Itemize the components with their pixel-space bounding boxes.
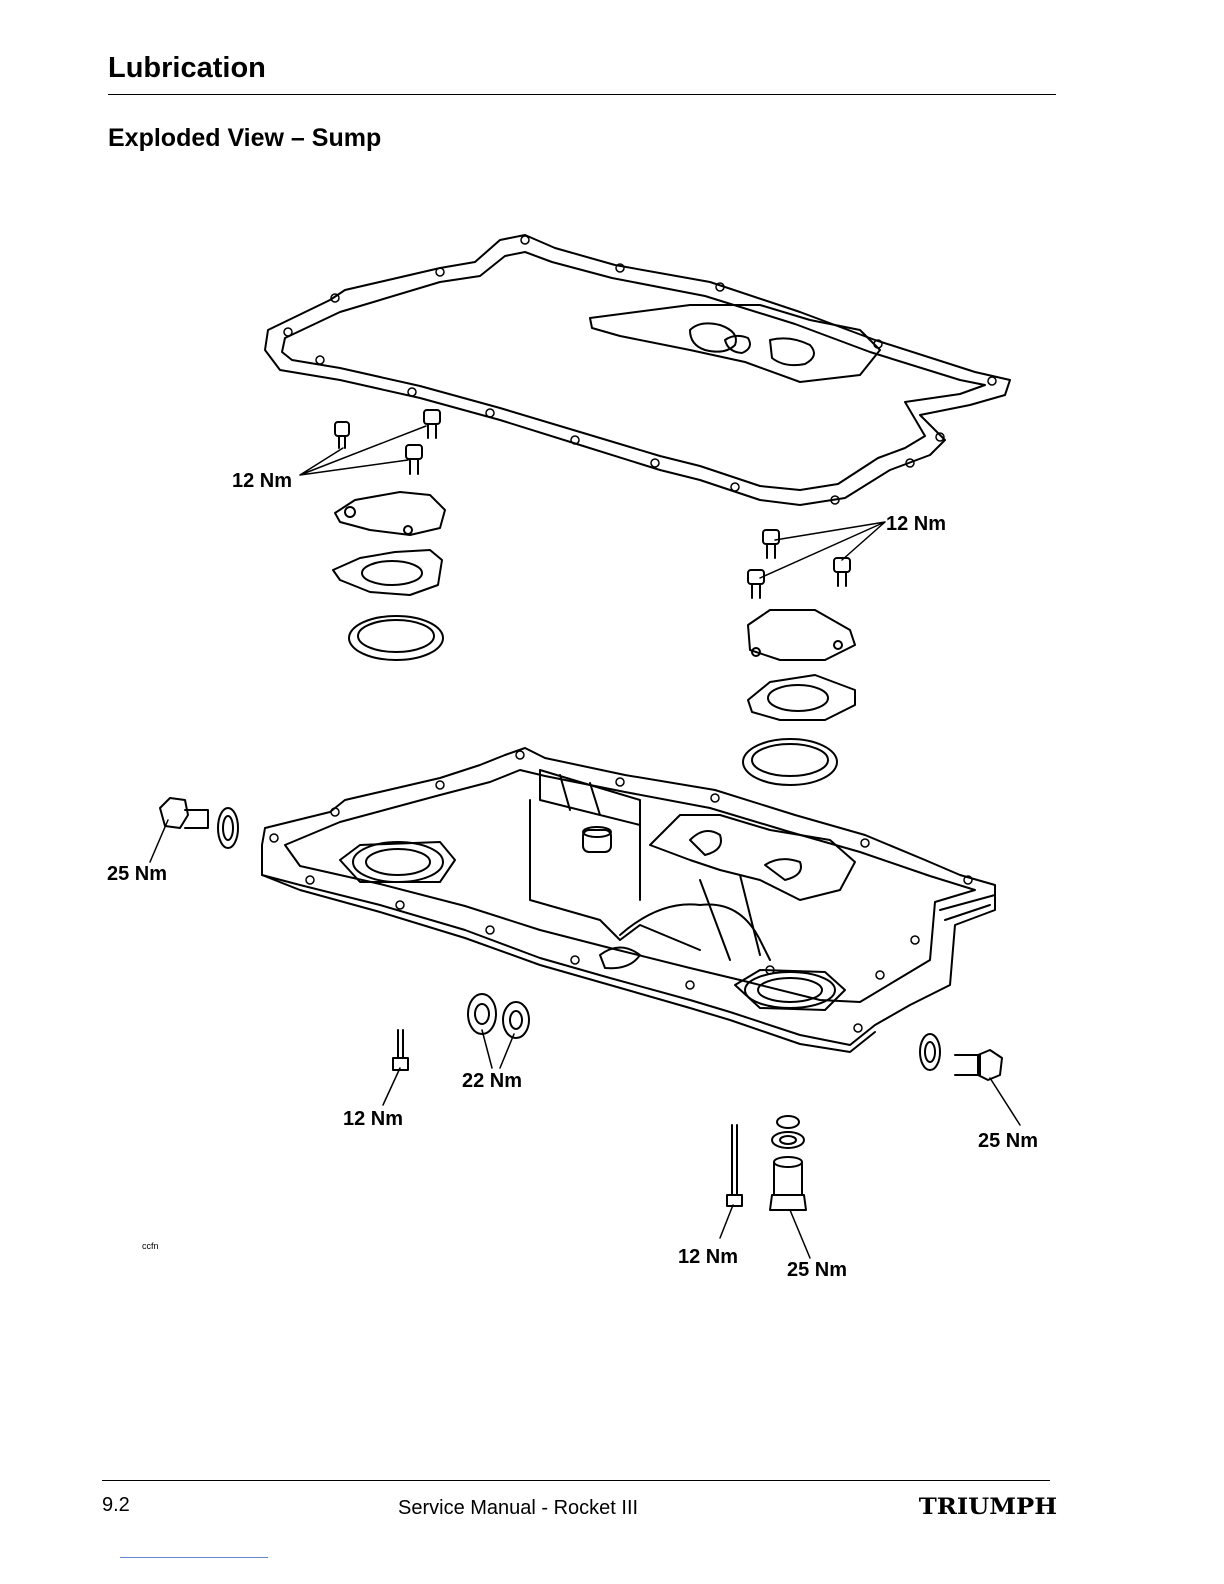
right-drain-plug	[920, 1034, 1002, 1080]
drain-plug-with-washers	[770, 1116, 806, 1210]
torque-leader-lines	[150, 426, 1020, 1258]
plug-bungs	[468, 994, 529, 1038]
figure-reference-code: ccfn	[142, 1241, 159, 1251]
torque-label-right-strainer-bolts: 12 Nm	[886, 513, 946, 536]
torque-label-long-bolt: 12 Nm	[678, 1246, 738, 1269]
triumph-logo: TRIUMPH	[919, 1494, 1057, 1520]
torque-label-left-strainer-bolts: 12 Nm	[232, 470, 292, 493]
manual-title: Service Manual - Rocket III	[398, 1497, 638, 1520]
header-rule	[108, 94, 1056, 95]
page-number: 9.2	[102, 1494, 130, 1517]
sump-exploded-drawing	[0, 200, 1224, 1300]
torque-label-plug-bungs: 22 Nm	[462, 1070, 522, 1093]
left-strainer-assembly	[333, 410, 445, 660]
right-strainer-assembly	[743, 530, 855, 785]
torque-label-oil-pipe-bolt: 12 Nm	[343, 1108, 403, 1131]
sump-body	[262, 748, 995, 1052]
torque-label-right-drain-plug: 25 Nm	[978, 1130, 1038, 1153]
horizontal-scrollbar[interactable]	[120, 1557, 268, 1558]
section-title: Lubrication	[108, 52, 266, 85]
exploded-view-figure: 12 Nm 12 Nm 25 Nm 12 Nm 22 Nm 25 Nm 12 N…	[0, 200, 1224, 1300]
page-heading: Exploded View – Sump	[108, 124, 381, 153]
torque-label-left-drain-plug: 25 Nm	[107, 863, 167, 886]
torque-label-sump-drain-plug: 25 Nm	[787, 1259, 847, 1282]
oil-pipe-bolt	[393, 1030, 408, 1070]
left-drain-plug	[160, 798, 238, 848]
long-bolt	[727, 1125, 742, 1206]
footer-rule	[102, 1480, 1050, 1481]
